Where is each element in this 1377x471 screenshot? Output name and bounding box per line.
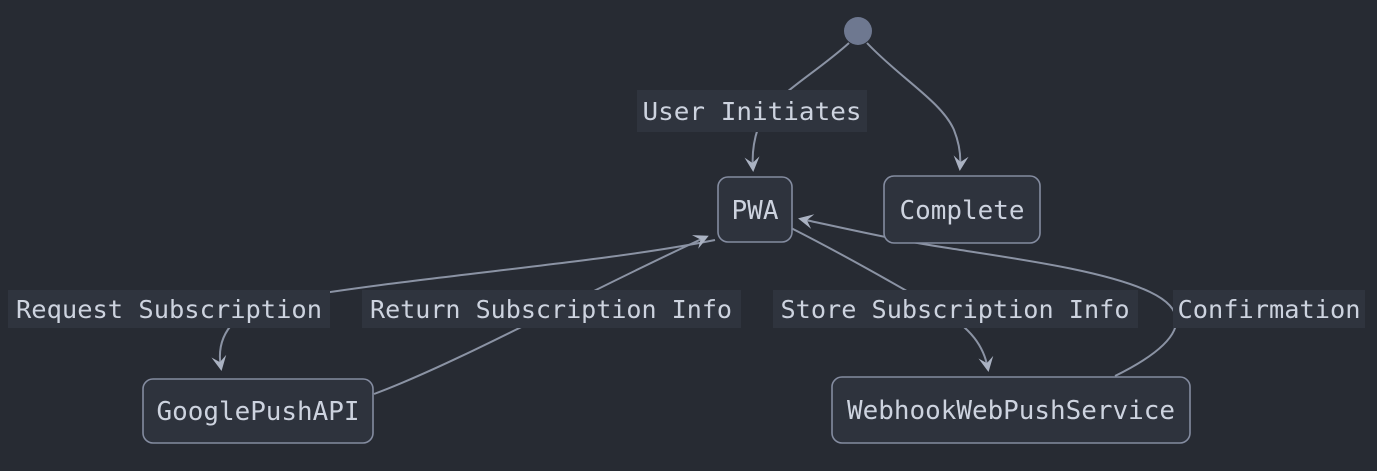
- initial-state-node: [844, 17, 872, 45]
- edge-webhookwebpushservice-to-pwa: [798, 214, 1178, 377]
- edge-label-user-initiates: User Initiates: [643, 97, 862, 126]
- state-node-googlepushapi: GooglePushAPI: [142, 378, 374, 444]
- edge-label-store-subscription-info: Store Subscription Info: [781, 295, 1130, 324]
- state-node-pwa: PWA: [717, 176, 793, 243]
- state-node-complete: Complete: [883, 175, 1041, 244]
- edge-label-confirmation-group: Confirmation: [1173, 290, 1365, 328]
- state-node-webhookwebpushservice-box: [831, 376, 1191, 444]
- edge-label-request-subscription-group: Request Subscription: [8, 290, 330, 328]
- edge-label-bg-user-initiates: [637, 90, 867, 132]
- edge-label-return-subscription-info: Return Subscription Info: [370, 295, 732, 324]
- edge-label-bg-store-subscription-info: [773, 290, 1138, 328]
- state-node-webhookwebpushservice-label: WebhookWebPushService: [847, 396, 1175, 426]
- edge-label-return-subscription-info-group: Return Subscription Info: [362, 290, 741, 328]
- edge-label-bg-return-subscription-info: [362, 290, 741, 328]
- state-node-googlepushapi-box: [142, 378, 374, 444]
- edge-label-bg-confirmation: [1173, 290, 1365, 328]
- state-node-googlepushapi-label: GooglePushAPI: [157, 397, 360, 427]
- edge-label-store-subscription-info-group: Store Subscription Info: [773, 290, 1138, 328]
- state-node-complete-label: Complete: [900, 196, 1025, 226]
- edge-label-request-subscription: Request Subscription: [16, 295, 322, 324]
- state-node-complete-box: [883, 175, 1041, 244]
- edge-start-to-complete: [866, 42, 969, 171]
- edge-label-bg-request-subscription: [8, 290, 330, 328]
- state-node-webhookwebpushservice: WebhookWebPushService: [831, 376, 1191, 444]
- state-node-pwa-label: PWA: [732, 196, 779, 226]
- edge-label-confirmation: Confirmation: [1178, 295, 1361, 324]
- state-node-pwa-box: [717, 176, 793, 243]
- edge-label-user-initiates-group: User Initiates: [637, 90, 867, 132]
